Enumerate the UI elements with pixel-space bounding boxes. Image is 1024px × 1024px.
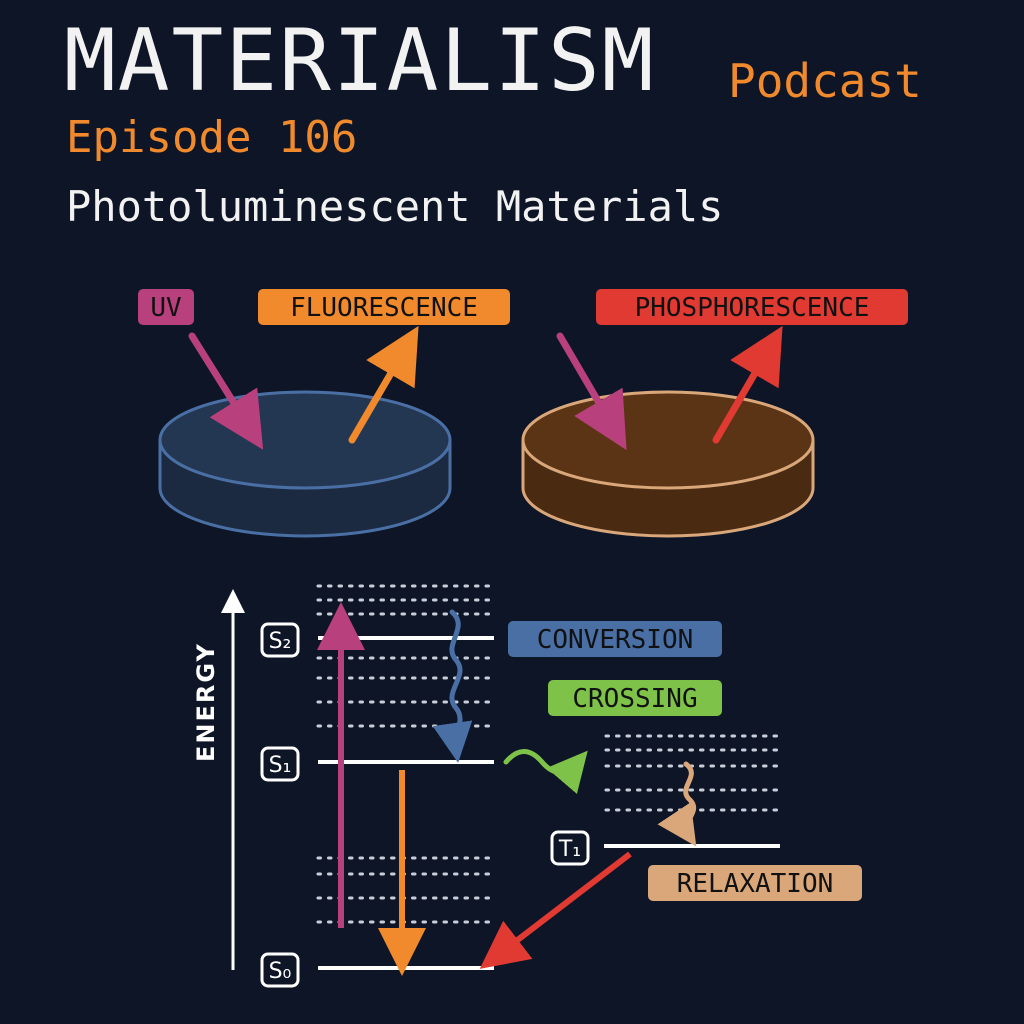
s2-badge-text: S₂ (269, 629, 292, 654)
podcast-label: Podcast (728, 54, 922, 108)
s1-badge: S₁ (260, 746, 300, 782)
energy-axis-label: ENERGY (192, 642, 220, 762)
phosphorescence-tag: PHOSPHORESCENCE (596, 289, 908, 325)
internal-conversion-arrow (432, 609, 473, 763)
phosphorescent-disk (521, 390, 815, 538)
fluorescence-tag-text: FLUORESCENCE (290, 293, 478, 323)
phosphorescence-arrow (712, 325, 783, 444)
episode-label: Episode 106 (66, 112, 358, 163)
s2-badge: S₂ (260, 622, 300, 658)
fluorescence-arrow (348, 325, 419, 444)
vibrational-relaxation-arrow (657, 761, 697, 847)
uv-arrow-right (556, 332, 627, 451)
crossing-tag: CROSSING (548, 680, 722, 716)
uv-tag-text: UV (150, 293, 181, 323)
uv-tag: UV (138, 289, 194, 325)
t1-badge-text: T₁ (558, 837, 581, 862)
conversion-tag: CONVERSION (508, 621, 722, 657)
fluorescent-disk (158, 390, 452, 538)
relaxation-tag-text: RELAXATION (677, 869, 834, 899)
crossing-tag-text: CROSSING (572, 684, 697, 714)
episode-subtitle: Photoluminescent Materials (66, 182, 724, 231)
conversion-tag-text: CONVERSION (537, 625, 694, 655)
fluorescence-tag: FLUORESCENCE (258, 289, 510, 325)
s0-badge-text: S₀ (269, 959, 292, 984)
relaxation-tag: RELAXATION (648, 865, 862, 901)
uv-arrow-left (188, 332, 264, 450)
phosphorescence-emission-arrow (479, 851, 632, 969)
s0-badge: S₀ (260, 952, 300, 988)
brand-title: MATERIALISM (64, 11, 656, 111)
s1-badge-text: S₁ (269, 753, 292, 778)
intersystem-crossing-arrow (503, 749, 588, 794)
phosphorescence-tag-text: PHOSPHORESCENCE (635, 293, 870, 323)
t1-badge: T₁ (550, 830, 590, 866)
